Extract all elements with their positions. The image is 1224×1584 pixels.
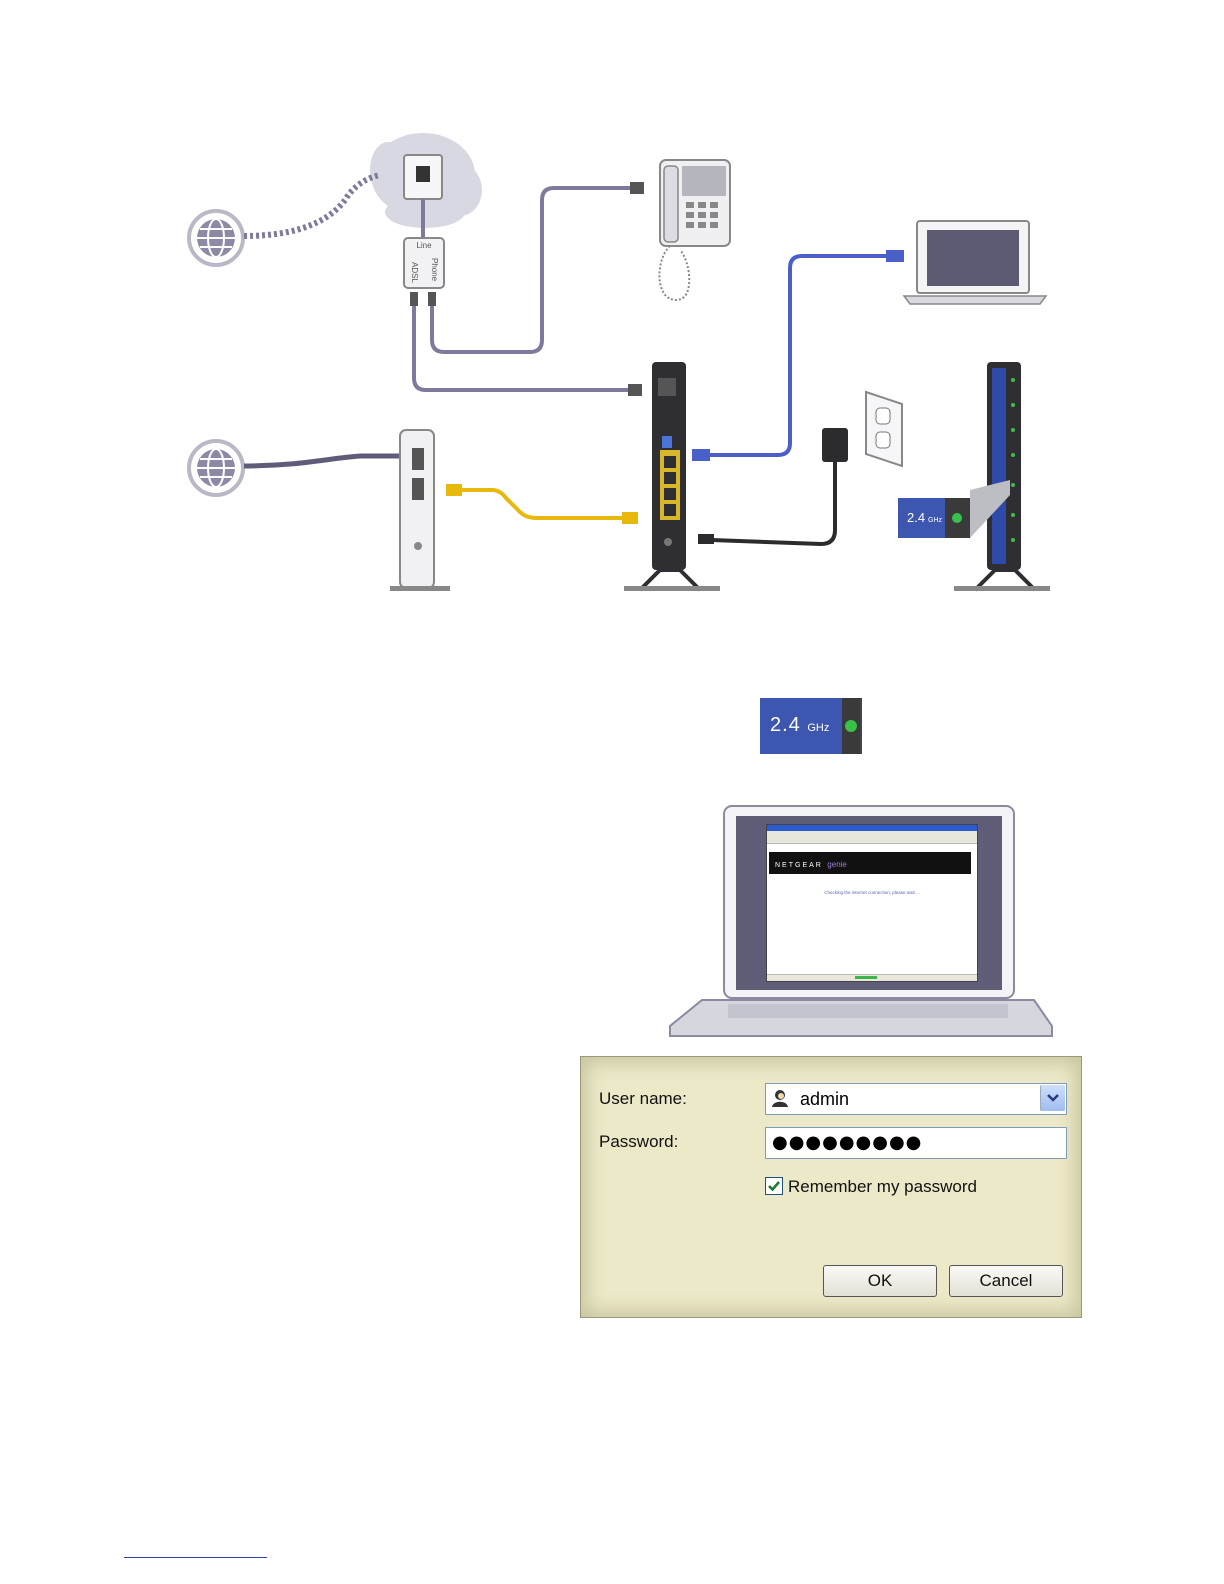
callout-value: 2.4: [907, 510, 925, 525]
chevron-down-icon: [1041, 1085, 1065, 1111]
checkmark-icon: [766, 1178, 782, 1194]
password-value: ●●●●●●●●●: [772, 1132, 922, 1153]
led-status-dot: [845, 720, 857, 732]
ok-button[interactable]: OK: [823, 1265, 937, 1297]
login-dialog: User name: admin Password: ●●●●●●●●● Rem…: [580, 1056, 1082, 1318]
brand-name: NETGEAR: [775, 862, 823, 869]
power-outlet-icon: [866, 392, 902, 466]
callout-unit: GHz: [928, 517, 943, 524]
remember-checkbox[interactable]: [765, 1177, 783, 1195]
username-label: User name:: [599, 1089, 687, 1109]
cancel-button[interactable]: Cancel: [949, 1265, 1063, 1297]
telephone-icon: [659, 160, 730, 300]
power-adapter-icon: [698, 428, 848, 544]
username-value: admin: [800, 1089, 849, 1110]
password-label: Password:: [599, 1132, 678, 1152]
browser-window: NETGEAR genie Checking the internet conn…: [766, 824, 978, 982]
dropdown-button[interactable]: [1040, 1085, 1065, 1111]
product-name: genie: [827, 860, 847, 869]
splitter-line-label: Line: [416, 241, 432, 250]
password-field[interactable]: ●●●●●●●●●: [765, 1127, 1067, 1159]
led-value: 2.4: [770, 714, 801, 736]
adsl-splitter: Line ADSL Phone: [404, 238, 444, 306]
user-icon: [770, 1088, 790, 1108]
globe-icon-dsl: [189, 211, 243, 265]
modem-icon: [390, 430, 450, 591]
footnote-rule: [124, 1557, 267, 1558]
browser-toolbar: [767, 831, 977, 844]
progress-bar: [855, 976, 877, 979]
router-front-icon: [954, 362, 1050, 591]
led-label: 2.4 GHz: [770, 714, 829, 737]
genie-header: NETGEAR genie: [769, 852, 971, 874]
led-unit: GHz: [807, 722, 829, 734]
wifi-led-badge: 2.4 GHz: [760, 698, 862, 754]
username-combobox[interactable]: admin: [765, 1083, 1067, 1115]
phone-jack-icon: [404, 155, 442, 199]
laptop-icon: [904, 221, 1046, 304]
browser-statusbar: [767, 974, 977, 981]
globe-icon-cable: [189, 441, 243, 495]
remember-label[interactable]: Remember my password: [788, 1177, 977, 1197]
status-message: Checking the internet connection, please…: [767, 890, 977, 895]
router-back-icon: [624, 362, 720, 591]
splitter-phone-label: Phone: [430, 258, 439, 282]
connection-diagram: Line ADSL Phone: [0, 0, 1224, 620]
laptop-browser-illustration: NETGEAR genie Checking the internet conn…: [668, 804, 1054, 1044]
splitter-adsl-label: ADSL: [410, 262, 419, 283]
